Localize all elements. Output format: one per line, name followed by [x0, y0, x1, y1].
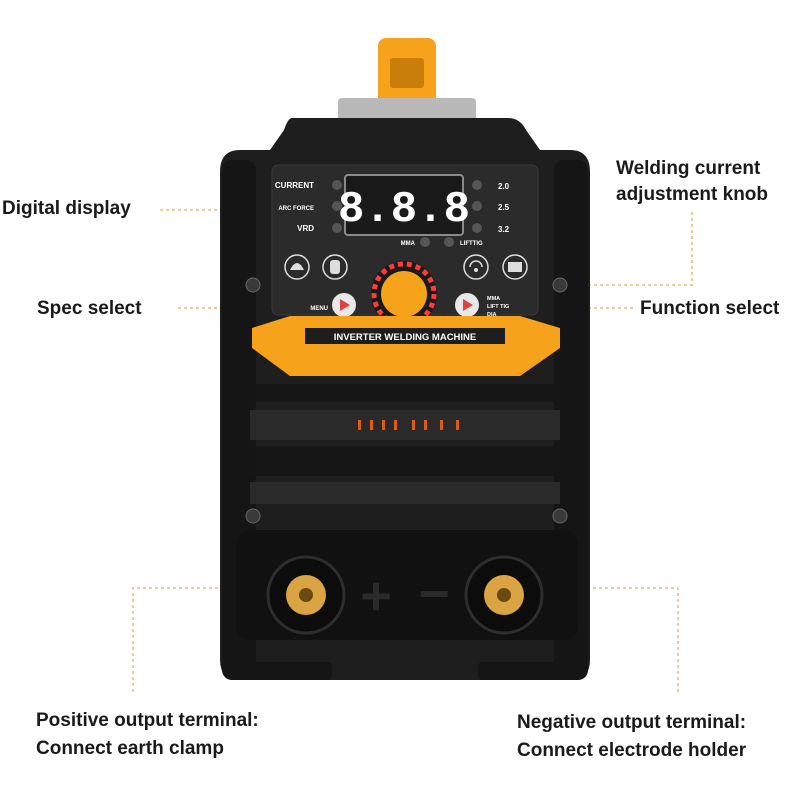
- indicator-current-label: CURRENT: [275, 181, 314, 190]
- digital-display-label: Digital display: [2, 198, 131, 219]
- foot: [478, 662, 564, 680]
- glove-icon: [322, 254, 348, 280]
- negative-terminal-label-line2: Connect electrode holder: [517, 740, 747, 761]
- mode-lifttig-label: LIFTTIG: [460, 241, 483, 247]
- negative-terminal[interactable]: [464, 555, 544, 635]
- indicator-led: [472, 180, 482, 190]
- display-readout: 8.8.8: [338, 185, 470, 235]
- knob-label-line2: adjustment knob: [616, 184, 769, 205]
- foot: [246, 662, 332, 680]
- ventilation-grille: [250, 384, 560, 504]
- function-dia-label: DIA: [487, 312, 497, 318]
- function-select-button[interactable]: [455, 293, 479, 317]
- screws: [245, 277, 568, 524]
- indicator-2-5-label: 2.5: [498, 203, 510, 212]
- positive-terminal[interactable]: [266, 555, 346, 635]
- function-select-label: Function select: [640, 298, 780, 319]
- indicator-arc-force-label: ARC FORCE: [278, 206, 314, 212]
- indicator-led: [332, 223, 342, 233]
- indicator-3-2-label: 3.2: [498, 225, 510, 234]
- brand-band-text: INVERTER WELDING MACHINE: [334, 332, 477, 343]
- function-mma-label: MMA: [487, 296, 500, 302]
- indicator-led: [420, 237, 430, 247]
- mode-mma-label: MMA: [401, 241, 416, 247]
- positive-terminal-label-line1: Positive output terminal:: [36, 710, 259, 731]
- terminal-panel: + −: [236, 530, 578, 640]
- function-lifttig-label: LIFT TIG: [487, 304, 509, 310]
- menu-label: MENU: [310, 306, 328, 312]
- indicator-led: [444, 237, 454, 247]
- knob-label-line1: Welding current: [616, 158, 761, 179]
- indicator-vrd-label: VRD: [297, 224, 314, 233]
- brand-band: INVERTER WELDING MACHINE: [252, 316, 560, 376]
- positive-terminal-label-line2: Connect earth clamp: [36, 738, 224, 759]
- indicator-led: [332, 201, 342, 211]
- positive-sign: +: [360, 566, 392, 626]
- indicator-led: [472, 223, 482, 233]
- wireless-icon: [463, 254, 489, 280]
- spec-select-label: Spec select: [37, 298, 142, 319]
- indicator-led: [332, 180, 342, 190]
- indicator-2-0-label: 2.0: [498, 182, 510, 191]
- control-panel: 8.8.8 CURRENT ARC FORCE VRD 2.0 2.5 3.2 …: [271, 164, 539, 328]
- negative-sign: −: [418, 564, 450, 624]
- led-display: [344, 174, 464, 236]
- negative-terminal-label-line1: Negative output terminal:: [517, 712, 747, 733]
- spec-select-button[interactable]: [332, 293, 356, 317]
- welding-helmet-icon: [284, 254, 310, 280]
- manual-book-icon: [502, 254, 528, 280]
- indicator-led: [472, 201, 482, 211]
